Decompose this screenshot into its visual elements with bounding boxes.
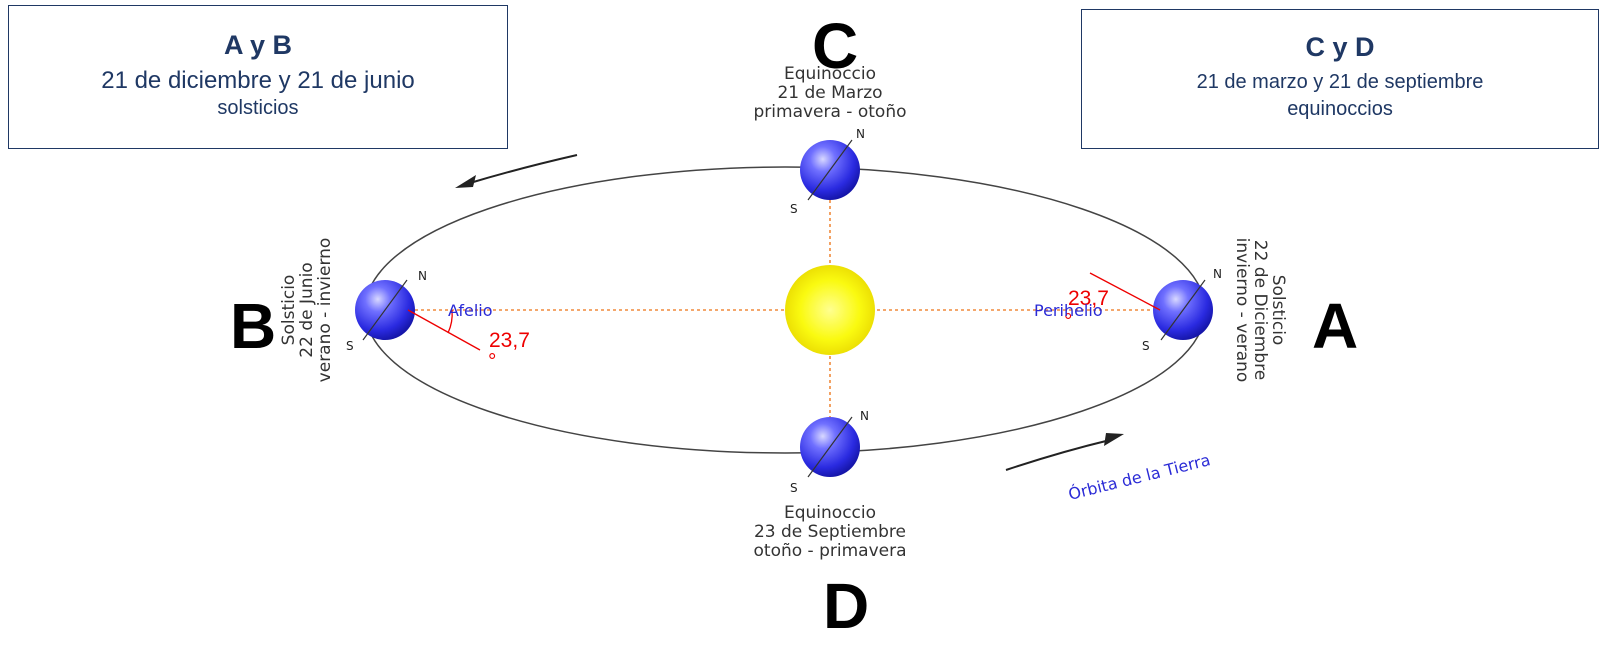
pole-south: S (790, 481, 798, 495)
pole-south: S (346, 339, 354, 353)
orbit-arrow-top-icon (455, 154, 578, 188)
earth-right: N S (1142, 267, 1222, 353)
earth-bottom: N S (790, 409, 869, 495)
label-line: 22 de Diciembre (1250, 240, 1270, 380)
info-box-equinoxes: C y D 21 de marzo y 21 de septiembre equ… (1081, 9, 1599, 149)
letter-a: A (1312, 290, 1358, 362)
orbit-arrow-bottom-icon (1005, 433, 1124, 471)
pole-north: N (418, 269, 427, 283)
tilt-angle-right: 23,7 ° (1064, 272, 1161, 333)
box-caption: equinoccios (1287, 98, 1393, 120)
box-caption: solsticios (217, 97, 299, 119)
label-line: 21 de Marzo (777, 83, 882, 103)
pole-south: S (1142, 339, 1150, 353)
label-line: Equinoccio (784, 64, 876, 84)
box-dates: 21 de marzo y 21 de septiembre (1196, 71, 1484, 93)
pole-north: N (860, 409, 869, 423)
pole-south: S (790, 202, 798, 216)
label-line: Solsticio (1268, 275, 1288, 346)
earth-left: N S (346, 269, 427, 353)
letter-d: D (823, 570, 869, 642)
pole-north: N (856, 127, 865, 141)
box-title: C y D (1305, 32, 1375, 62)
earth-top: N S (790, 127, 865, 216)
orbit-label: Órbita de la Tierra (1066, 450, 1212, 504)
label-line: invierno - verano (1232, 238, 1252, 383)
letter-c: C (812, 10, 858, 82)
label-left-solstice: Solsticio 22 de Junio verano - invierno (279, 238, 335, 383)
label-line: 22 de Junio (297, 262, 317, 357)
label-right-solstice: Solsticio 22 de Diciembre invierno - ver… (1232, 238, 1288, 383)
label-line: otoño - primavera (754, 541, 907, 561)
info-box-solstices: A y B 21 de diciembre y 21 de junio sols… (8, 5, 508, 149)
label-line: Solsticio (279, 275, 299, 346)
box-title: A y B (223, 30, 292, 60)
label-line: primavera - otoño (754, 102, 907, 122)
label-line: 23 de Septiembre (754, 522, 906, 542)
label-line: Equinoccio (784, 503, 876, 523)
tilt-value: 23,7 (1068, 287, 1109, 310)
sun (785, 265, 875, 355)
tilt-degree: ° (488, 350, 496, 373)
afelio-label: Afelio (448, 301, 493, 320)
tilt-degree: ° (1064, 310, 1072, 333)
box-dates: 21 de diciembre y 21 de junio (101, 67, 415, 94)
tilt-angle-left: 23,7 ° (407, 309, 530, 373)
label-top-equinox: Equinoccio 21 de Marzo primavera - otoño (754, 64, 907, 122)
label-line: verano - invierno (315, 238, 335, 383)
tilt-value: 23,7 (489, 329, 530, 352)
pole-north: N (1213, 267, 1222, 281)
label-bottom-equinox: Equinoccio 23 de Septiembre otoño - prim… (754, 503, 907, 561)
perihelio-label: Perihelio (1034, 301, 1103, 320)
letter-b: B (230, 290, 276, 362)
